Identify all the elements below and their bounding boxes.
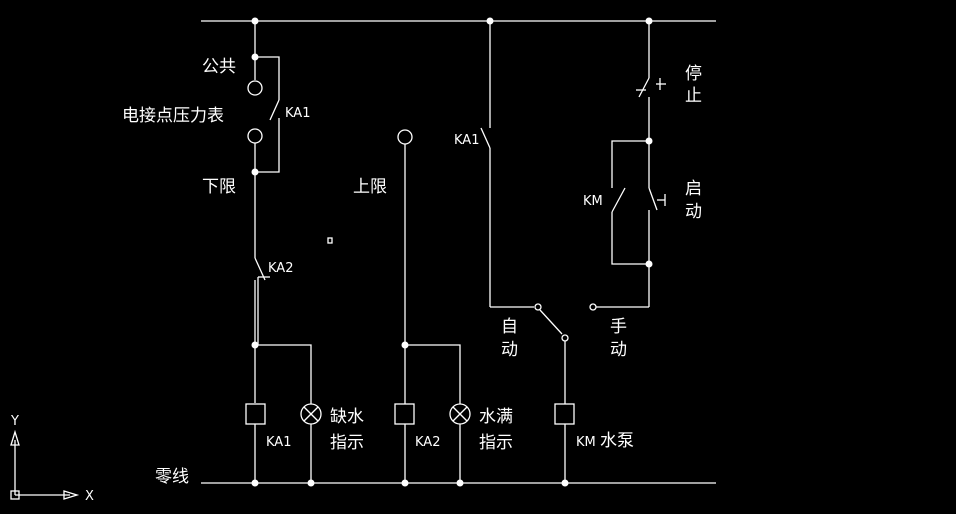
ka1-hold-contact [269, 99, 280, 121]
ucs-axis-icon: Y X [10, 414, 94, 504]
stray-marker [327, 237, 333, 244]
label-ka1-auto: KA1 [454, 133, 479, 148]
label-ka2-nc: KA2 [268, 261, 293, 276]
label-upper-limit: 上限 [353, 177, 387, 197]
ucs-y-label: Y [10, 414, 19, 429]
label-common: 公共 [202, 57, 236, 77]
label-km-coil: KM [576, 435, 596, 450]
label-ka1-hold: KA1 [285, 106, 310, 121]
branch-manual [611, 21, 666, 307]
label-stop-1: 停 [685, 64, 702, 84]
label-manual-2: 动 [610, 340, 627, 360]
label-auto-2: 动 [501, 340, 518, 360]
switch-common-terminal [561, 334, 569, 342]
label-ka2-coil: KA2 [415, 435, 440, 450]
label-full-water-1: 水满 [479, 407, 513, 427]
label-neutral: 零线 [155, 467, 189, 487]
label-low-water-1: 缺水 [330, 407, 364, 427]
auto-manual-selector [539, 309, 563, 335]
switch-manual-terminal [589, 303, 597, 311]
ka2-nc-contact [254, 257, 266, 281]
label-pump: 水泵 [600, 431, 634, 451]
ucs-x-label: X [85, 489, 94, 504]
stop-button-contact [638, 77, 650, 98]
branch-upper-limit [394, 129, 471, 483]
label-km-hold: KM [583, 194, 603, 209]
label-ka1-coil: KA1 [266, 435, 291, 450]
label-stop-2: 止 [685, 86, 702, 106]
label-auto-1: 自 [501, 317, 518, 337]
start-button-contact [648, 187, 658, 211]
ka1-auto-contact [480, 127, 491, 149]
branch-auto [480, 21, 649, 483]
gauge-common-terminal [247, 80, 263, 96]
label-pressure-gauge: 电接点压力表 [122, 106, 224, 126]
gauge-upper-terminal [397, 129, 413, 145]
ka1-coil [245, 403, 266, 425]
branch-pressure-gauge [245, 21, 322, 483]
label-low-water-2: 指示 [330, 433, 364, 453]
label-lower-limit: 下限 [202, 177, 236, 197]
switch-auto-terminal [534, 303, 542, 311]
label-start-2: 动 [685, 202, 702, 222]
junction-dots [251, 17, 653, 487]
gauge-lower-terminal [247, 128, 263, 144]
label-manual-1: 手 [610, 317, 627, 337]
km-hold-contact [611, 187, 626, 213]
ka2-coil [394, 403, 415, 425]
km-coil [554, 403, 575, 425]
label-start-1: 启 [685, 179, 702, 199]
label-full-water-2: 指示 [479, 433, 513, 453]
